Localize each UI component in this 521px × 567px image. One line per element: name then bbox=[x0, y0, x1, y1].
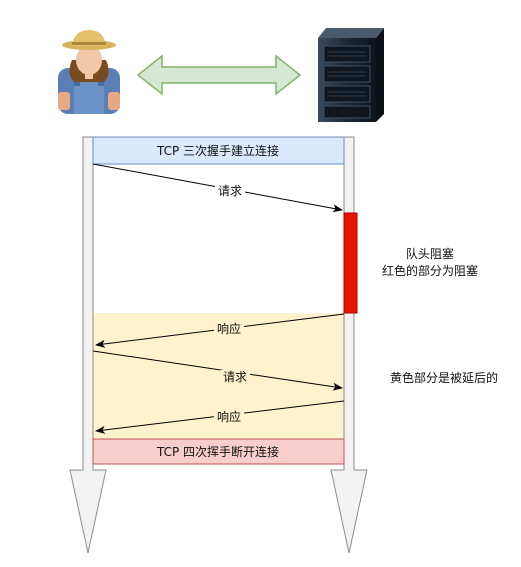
request-arrow-2 bbox=[92, 350, 343, 391]
response-label-1: 响应 bbox=[217, 321, 241, 336]
client-lifeline bbox=[69, 136, 107, 554]
bidirectional-arrow-icon bbox=[136, 54, 302, 96]
hol-note-title: 队头阻塞 bbox=[406, 246, 454, 261]
request-label-2: 请求 bbox=[223, 370, 247, 384]
handshake-box bbox=[92, 136, 345, 165]
farmer-user-icon bbox=[58, 30, 120, 114]
server-lifeline bbox=[330, 136, 368, 554]
handshake-label: TCP 三次握手建立连接 bbox=[156, 143, 279, 158]
response-label-2: 响应 bbox=[217, 409, 241, 424]
teardown-box bbox=[92, 438, 345, 465]
blocking-bar bbox=[343, 212, 358, 314]
delay-note: 黄色部分是被延后的 bbox=[390, 370, 498, 385]
server-rack-icon bbox=[318, 28, 384, 122]
request-label-1: 请求 bbox=[218, 184, 242, 198]
hol-note-desc: 红色的部分为阻塞 bbox=[382, 263, 478, 278]
teardown-label: TCP 四次挥手断开连接 bbox=[156, 444, 279, 459]
